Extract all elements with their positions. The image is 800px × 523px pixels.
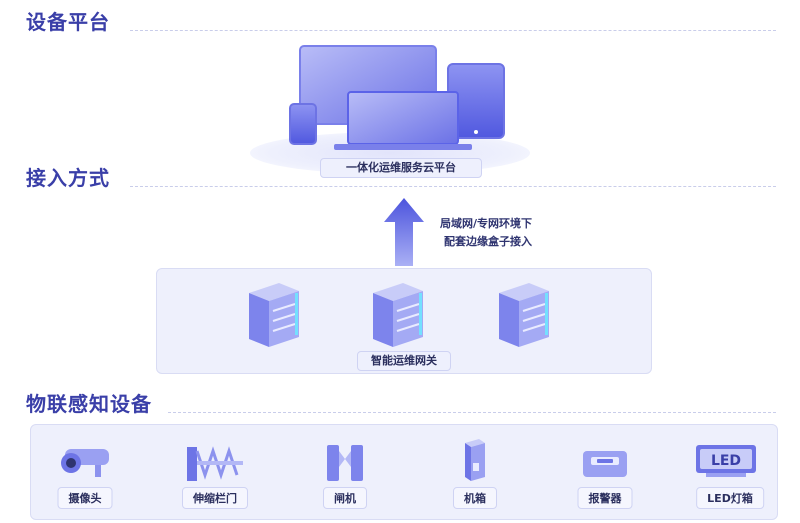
gateway-label: 智能运维网关	[357, 351, 451, 371]
divider-platform	[130, 30, 776, 31]
chassis-icon	[465, 439, 485, 481]
upload-arrow-icon	[384, 198, 424, 266]
svg-text:LED: LED	[711, 453, 741, 469]
section-title-platform: 设备平台	[26, 10, 110, 34]
section-title-iot: 物联感知设备	[26, 392, 152, 416]
device-retractable-gate: 伸缩栏门	[165, 437, 265, 517]
section-title-access: 接入方式	[26, 166, 110, 190]
access-note-line2: 配套边缘盒子接入	[444, 235, 532, 248]
divider-iot	[168, 412, 776, 413]
retractable-gate-icon	[187, 446, 243, 481]
device-label: 伸缩栏门	[182, 487, 248, 509]
turnstile-icon	[327, 445, 363, 481]
server-icon	[373, 283, 423, 347]
device-label: 机箱	[453, 487, 497, 509]
device-turnstile: 闸机	[295, 437, 395, 517]
device-led-lightbox: LED LED灯箱	[685, 437, 775, 517]
iot-device-panel: 摄像头 伸缩栏门 闸机 机箱 报警器	[30, 424, 778, 520]
device-label: 闸机	[323, 487, 367, 509]
alarm-icon	[583, 451, 627, 477]
server-icon	[499, 283, 549, 347]
gateway-panel: 智能运维网关	[156, 268, 652, 374]
devices-icon	[289, 45, 505, 150]
divider-access	[130, 186, 776, 187]
server-icon	[249, 283, 299, 347]
platform-label: 一体化运维服务云平台	[320, 158, 482, 178]
platform-illustration: 一体化运维服务云平台	[230, 40, 550, 180]
device-camera: 摄像头	[35, 437, 135, 517]
access-note-line1: 局域网/专网环境下	[440, 217, 533, 230]
device-chassis: 机箱	[425, 437, 525, 517]
device-label: LED灯箱	[696, 487, 764, 509]
device-alarm: 报警器	[555, 437, 655, 517]
camera-icon	[61, 449, 109, 477]
led-lightbox-icon: LED	[696, 445, 756, 477]
device-label: 报警器	[577, 487, 633, 509]
device-label: 摄像头	[57, 487, 113, 509]
